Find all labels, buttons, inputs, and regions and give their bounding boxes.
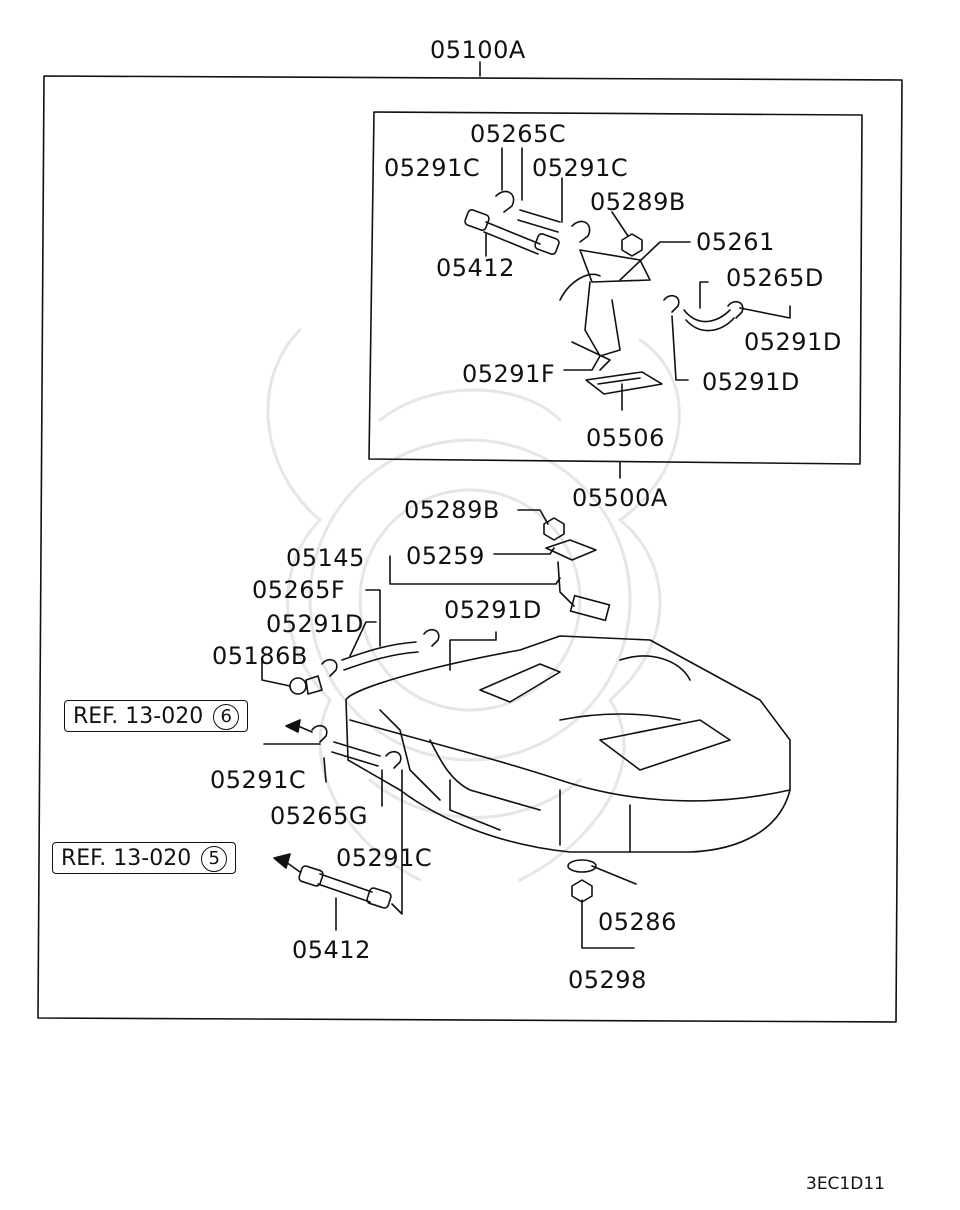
hose-05265F-icon <box>341 641 419 671</box>
clamp-icon-d1 <box>663 294 680 313</box>
label-05291C-b: 05291C <box>532 154 629 182</box>
label-05291D-c: 05291D <box>444 596 542 624</box>
fuel-hose-upper-icon <box>464 209 560 255</box>
label-05298: 05298 <box>568 966 647 994</box>
label-05291D-d: 05291D <box>266 610 364 638</box>
hose-05265C-icon <box>517 209 561 233</box>
clamp-icon-g <box>311 724 328 743</box>
fuel-tank-icon <box>345 635 791 853</box>
label-05265F: 05265F <box>252 576 346 604</box>
label-05259: 05259 <box>406 542 485 570</box>
label-05291D-a: 05291D <box>744 328 842 356</box>
clamp-icon-h <box>385 750 402 769</box>
fuel-pump-module-icon <box>559 249 651 371</box>
label-05100A: 05100A <box>430 36 526 64</box>
label-05145: 05145 <box>286 544 365 572</box>
label-05291D-b: 05291D <box>702 368 800 396</box>
label-05506: 05506 <box>586 424 665 452</box>
label-05286: 05286 <box>598 908 677 936</box>
label-05500A: 05500A <box>572 484 668 512</box>
diagram-code: 3EC1D11 <box>806 1174 885 1194</box>
clamp-icon-f <box>423 628 440 647</box>
label-05291C-d: 05291C <box>336 844 433 872</box>
label-05261: 05261 <box>696 228 775 256</box>
ref-number-upper: 6 <box>213 704 240 730</box>
label-05265C: 05265C <box>470 120 567 148</box>
clamp-icon-a <box>495 190 515 213</box>
nut-icon-mid <box>543 517 565 541</box>
ref-text-lower: REF. 13-020 <box>61 846 192 871</box>
label-05289B-top: 05289B <box>590 188 686 216</box>
label-05291C-c: 05291C <box>210 766 307 794</box>
label-05412-top: 05412 <box>436 254 515 282</box>
label-05186B: 05186B <box>212 642 308 670</box>
hose-05265G-icon <box>331 741 381 767</box>
main-assembly-frame <box>37 75 903 1023</box>
ref-box-upper: REF. 13-020 6 <box>64 700 249 732</box>
label-05291F: 05291F <box>462 360 556 388</box>
watermark-emblem <box>266 328 681 882</box>
ref-text-upper: REF. 13-020 <box>73 704 204 729</box>
gasket-05506-icon <box>585 371 663 395</box>
clamp-icon-e <box>321 658 338 677</box>
hose-05265D-icon <box>683 309 735 332</box>
label-05291C-a: 05291C <box>384 154 481 182</box>
drain-plug-icon <box>567 859 597 903</box>
ref-number-lower: 5 <box>201 846 228 872</box>
pump-assembly-frame <box>368 111 863 465</box>
fuel-hose-lower-icon <box>298 865 392 909</box>
label-05265G: 05265G <box>270 802 368 830</box>
label-05265D: 05265D <box>726 264 824 292</box>
fuel-gauge-unit-icon <box>545 539 611 622</box>
clamp-icon-b <box>571 220 591 243</box>
clamp-icon-d2 <box>727 300 744 319</box>
label-05412-bottom: 05412 <box>292 936 371 964</box>
arrow-icon-lower <box>273 853 291 869</box>
label-05289B: 05289B <box>404 496 500 524</box>
ref-box-lower: REF. 13-020 5 <box>52 842 237 874</box>
nut-icon-top <box>621 233 643 257</box>
